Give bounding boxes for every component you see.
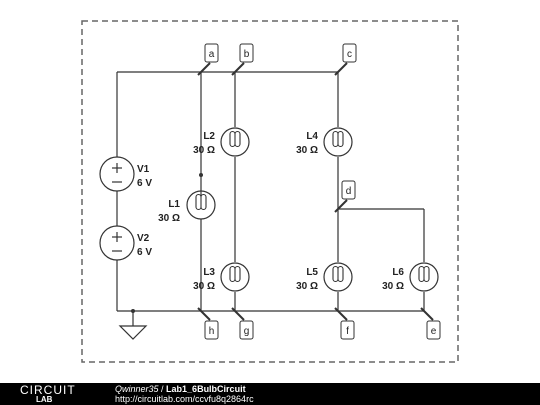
node-label-e: e — [431, 326, 437, 337]
bulb-name-l4: L4 — [306, 131, 318, 142]
circuit-title[interactable]: Lab1_6BulbCircuit — [166, 384, 246, 394]
voltage-source-icon — [99, 156, 135, 192]
node-c: c — [342, 43, 357, 63]
node-d: d — [341, 180, 356, 200]
logo-top-text: CIRCUIT — [20, 383, 76, 397]
bulb-filament-icon — [332, 265, 344, 283]
node-probe-ticks — [197, 62, 434, 321]
bulb-l1: L1 30 Ω — [158, 190, 216, 224]
wires — [116, 71, 425, 326]
junction-dots — [131, 173, 203, 313]
node-label-a: a — [209, 49, 215, 60]
circuit-meta: Qwinner35 / Lab1_6BulbCircuit http://cir… — [115, 384, 254, 404]
author-link[interactable]: Qwinner35 — [115, 384, 159, 394]
source-value-v2: 6 V — [137, 247, 152, 258]
bulb-l3: L3 30 Ω — [193, 262, 250, 292]
bulb-filament-icon — [195, 191, 207, 211]
bulb-name-l6: L6 — [392, 267, 404, 278]
bulb-value-l6: 30 Ω — [382, 281, 404, 292]
bulb-name-l1: L1 — [168, 199, 180, 210]
source-value-v1: 6 V — [137, 178, 152, 189]
dashed-boundary — [81, 20, 459, 363]
ground-icon — [118, 325, 148, 340]
bulb-name-l3: L3 — [203, 267, 215, 278]
bulb-name-l5: L5 — [306, 267, 318, 278]
bulb-value-l3: 30 Ω — [193, 281, 215, 292]
bulb-l4: L4 30 Ω — [296, 127, 353, 157]
node-a: a — [204, 43, 219, 63]
bulb-l2: L2 30 Ω — [193, 127, 250, 157]
bulb-filament-icon — [332, 130, 344, 148]
footer-bar: CIRCUIT LAB Qwinner35 / Lab1_6BulbCircui… — [0, 383, 540, 405]
voltage-source-v1: V1 6 V — [99, 156, 152, 192]
circuitlab-logo[interactable]: CIRCUIT LAB — [20, 384, 90, 404]
circuit-schematic: a b c d e f g h V1 6 V V2 — [81, 20, 459, 363]
node-label-h: h — [209, 326, 215, 337]
node-g: g — [239, 320, 254, 340]
voltage-source-icon — [99, 225, 135, 261]
circuit-url[interactable]: http://circuitlab.com/ccvfu8q2864rc — [115, 394, 254, 404]
node-b: b — [239, 43, 254, 63]
node-label-c: c — [347, 49, 352, 60]
bulb-filament-icon — [229, 265, 241, 283]
bulb-value-l1: 30 Ω — [158, 213, 180, 224]
node-label-f: f — [346, 326, 349, 337]
node-label-b: b — [244, 49, 250, 60]
source-name-v1: V1 — [137, 164, 150, 175]
node-label-g: g — [244, 326, 250, 337]
bulb-l6: L6 30 Ω — [382, 262, 439, 292]
bulb-value-l4: 30 Ω — [296, 145, 318, 156]
node-f: f — [340, 320, 355, 340]
node-h: h — [204, 320, 219, 340]
bulb-value-l2: 30 Ω — [193, 145, 215, 156]
logo-bottom-text: LAB — [36, 395, 53, 404]
bulb-name-l2: L2 — [203, 131, 215, 142]
voltage-source-v2: V2 6 V — [99, 225, 152, 261]
bulb-l5: L5 30 Ω — [296, 262, 353, 292]
source-name-v2: V2 — [137, 233, 150, 244]
node-label-d: d — [346, 186, 352, 197]
bulb-filament-icon — [229, 130, 241, 148]
bulb-value-l5: 30 Ω — [296, 281, 318, 292]
bulb-filament-icon — [418, 265, 430, 283]
separator: / — [158, 384, 167, 394]
node-e: e — [426, 320, 441, 340]
